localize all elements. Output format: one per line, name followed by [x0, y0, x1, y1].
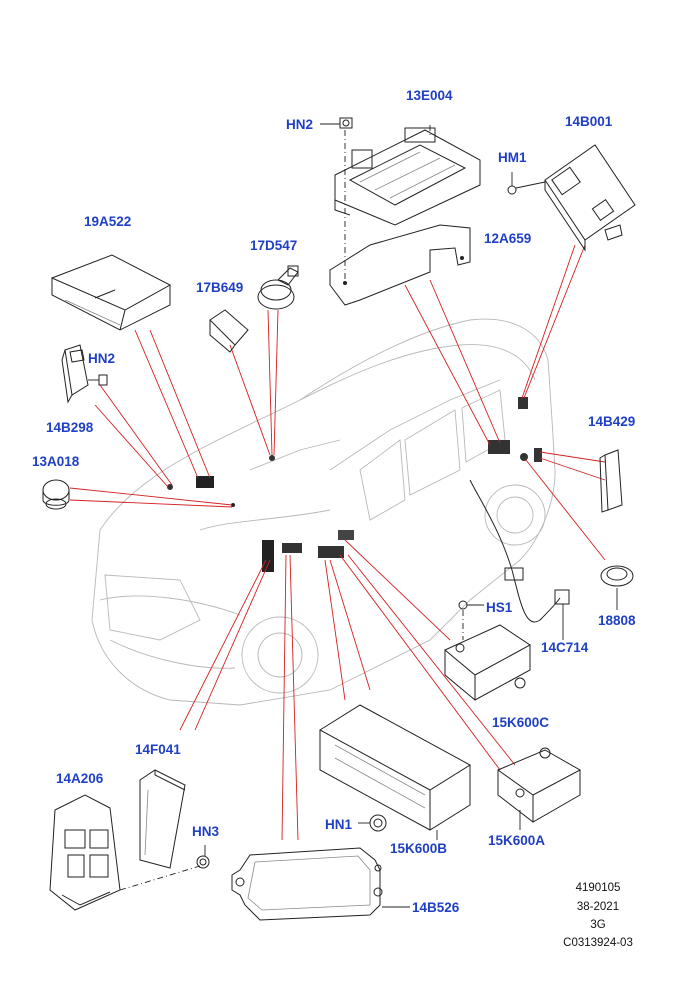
- module-mark-14b001: [518, 397, 528, 409]
- module-mark-15k600: [318, 546, 344, 558]
- label-hs1: HS1: [486, 600, 513, 615]
- part-13e004: [334, 127, 481, 226]
- part-hn2-nut-left: [88, 374, 108, 386]
- part-15k600c: [444, 624, 531, 701]
- part-14a206: [49, 794, 121, 911]
- part-14b298: [61, 344, 89, 404]
- info-line-4: C0313924-03: [563, 937, 633, 949]
- module-mark-14f041: [262, 540, 274, 572]
- vehicle-outline: [91, 318, 556, 706]
- part-15k600b: [319, 704, 471, 840]
- label-13a018: 13A018: [32, 454, 80, 469]
- module-mark-17d547: [269, 455, 275, 461]
- label-hn2-left: HN2: [88, 351, 115, 366]
- module-mark-13a018: [231, 503, 235, 507]
- part-13a018: [42, 479, 70, 510]
- label-17d547: 17D547: [250, 238, 297, 253]
- module-mark-14b526: [282, 543, 302, 553]
- label-12a659: 12A659: [484, 231, 531, 246]
- part-19a522: [50, 254, 172, 331]
- part-14b526: [231, 847, 410, 921]
- part-12a659: [329, 224, 471, 306]
- label-15k600b: 15K600B: [390, 841, 447, 856]
- part-14b001: [544, 144, 636, 252]
- part-15k600a: [496, 747, 582, 830]
- label-18808: 18808: [598, 613, 636, 628]
- module-mark-19a522: [196, 476, 214, 488]
- label-14b526: 14B526: [412, 900, 460, 915]
- label-14b429: 14B429: [588, 414, 635, 429]
- label-14f041: 14F041: [135, 742, 181, 757]
- label-19a522: 19A522: [84, 214, 131, 229]
- part-17b649: [209, 309, 249, 353]
- label-17b649: 17B649: [196, 280, 243, 295]
- part-14c714-harness: [469, 479, 570, 640]
- info-line-1: 4190105: [576, 882, 621, 894]
- label-hn1: HN1: [325, 817, 352, 832]
- label-hn3: HN3: [192, 824, 219, 839]
- module-mark-14b298: [167, 484, 173, 490]
- part-hn3-nut: [196, 845, 210, 869]
- part-hm1-screw: [507, 172, 546, 195]
- leader-lines: [69, 244, 606, 841]
- part-hn2-nut-top: [320, 117, 353, 129]
- module-mark-12a659: [488, 440, 510, 454]
- part-17d547: [257, 265, 299, 310]
- info-line-3: 3G: [590, 919, 605, 931]
- label-14b298: 14B298: [46, 420, 94, 435]
- module-mark-18808: [520, 453, 528, 461]
- part-hn1-nut: [358, 814, 387, 832]
- part-18808: [600, 565, 634, 610]
- label-14c714: 14C714: [541, 640, 589, 655]
- drawing-info-block: 4190105 38-2021 3G C0313924-03: [563, 882, 633, 949]
- label-13e004: 13E004: [406, 88, 453, 103]
- label-14b001: 14B001: [565, 114, 613, 129]
- module-mark-15k600c: [338, 530, 354, 540]
- label-15k600a: 15K600A: [488, 833, 545, 848]
- part-labels: 13E004 HN2 14B001 HM1 12A659 19A522 17D5…: [32, 88, 636, 915]
- label-15k600c: 15K600C: [492, 715, 549, 730]
- label-14a206: 14A206: [56, 771, 104, 786]
- part-14b429: [599, 449, 623, 513]
- label-hn2-top: HN2: [286, 117, 313, 132]
- part-14f041: [139, 769, 186, 869]
- module-mark-14b429: [534, 448, 542, 462]
- label-hm1: HM1: [498, 150, 527, 165]
- info-line-2: 38-2021: [577, 901, 619, 913]
- installed-module-marks: [167, 397, 542, 572]
- part-hs1-bolt: [458, 600, 484, 640]
